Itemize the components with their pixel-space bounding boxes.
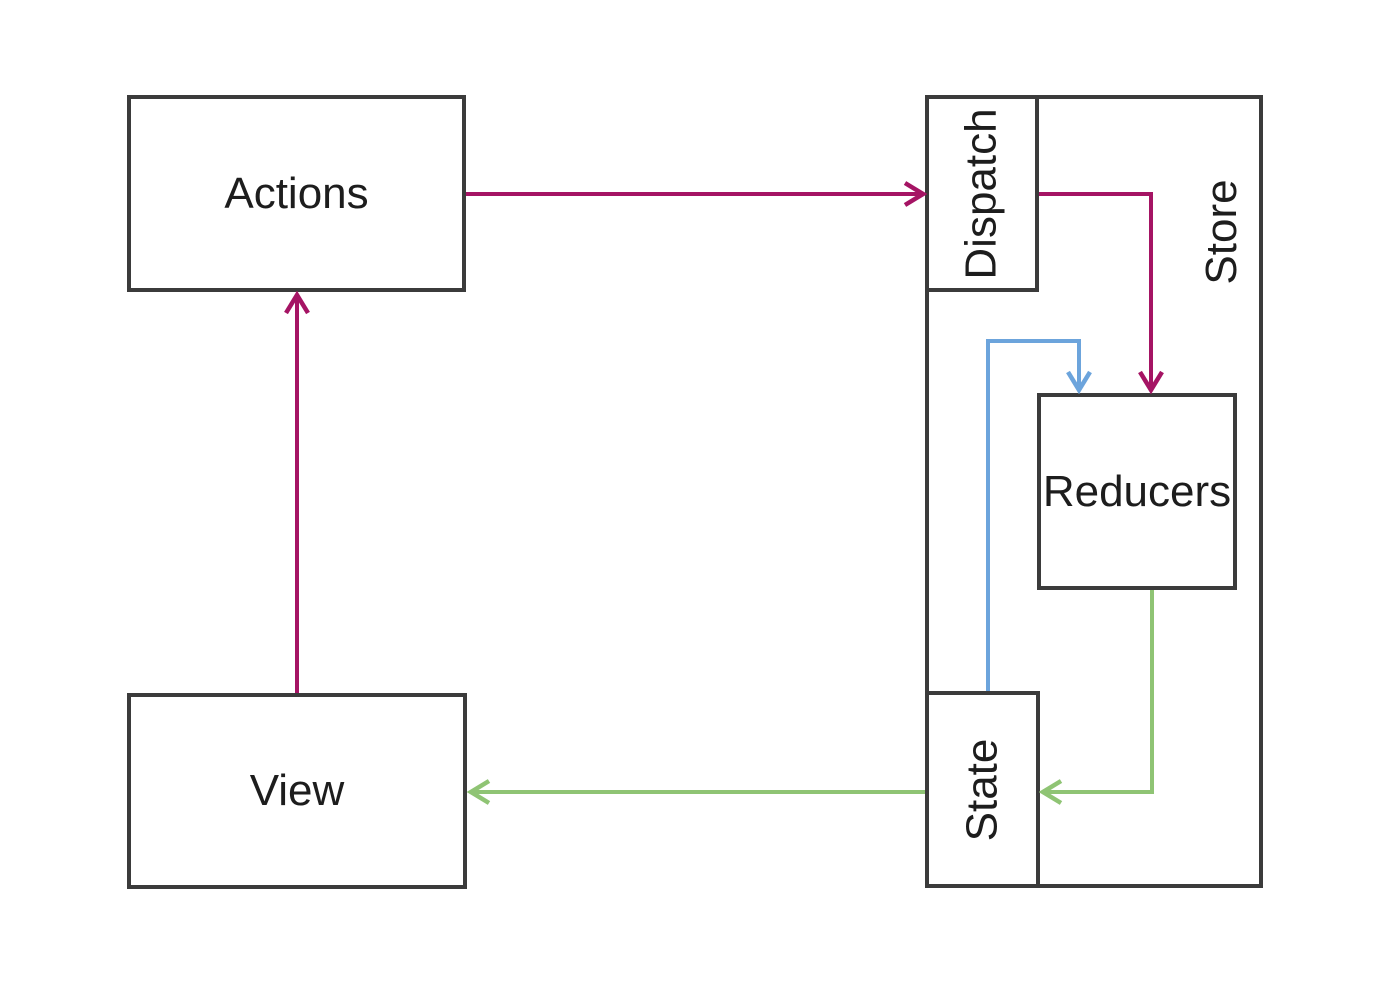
node-reducers: Reducers [1037, 393, 1237, 590]
node-state: State [925, 691, 1040, 888]
node-actions: Actions [127, 95, 466, 292]
node-state-label: State [957, 738, 1007, 841]
node-store-label: Store [1197, 179, 1246, 285]
node-view: View [127, 693, 467, 889]
node-reducers-label: Reducers [1042, 466, 1232, 516]
node-dispatch-label: Dispatch [957, 107, 1006, 280]
node-view-label: View [249, 766, 345, 815]
node-dispatch: Dispatch [925, 95, 1039, 292]
node-actions-label: Actions [224, 168, 369, 218]
